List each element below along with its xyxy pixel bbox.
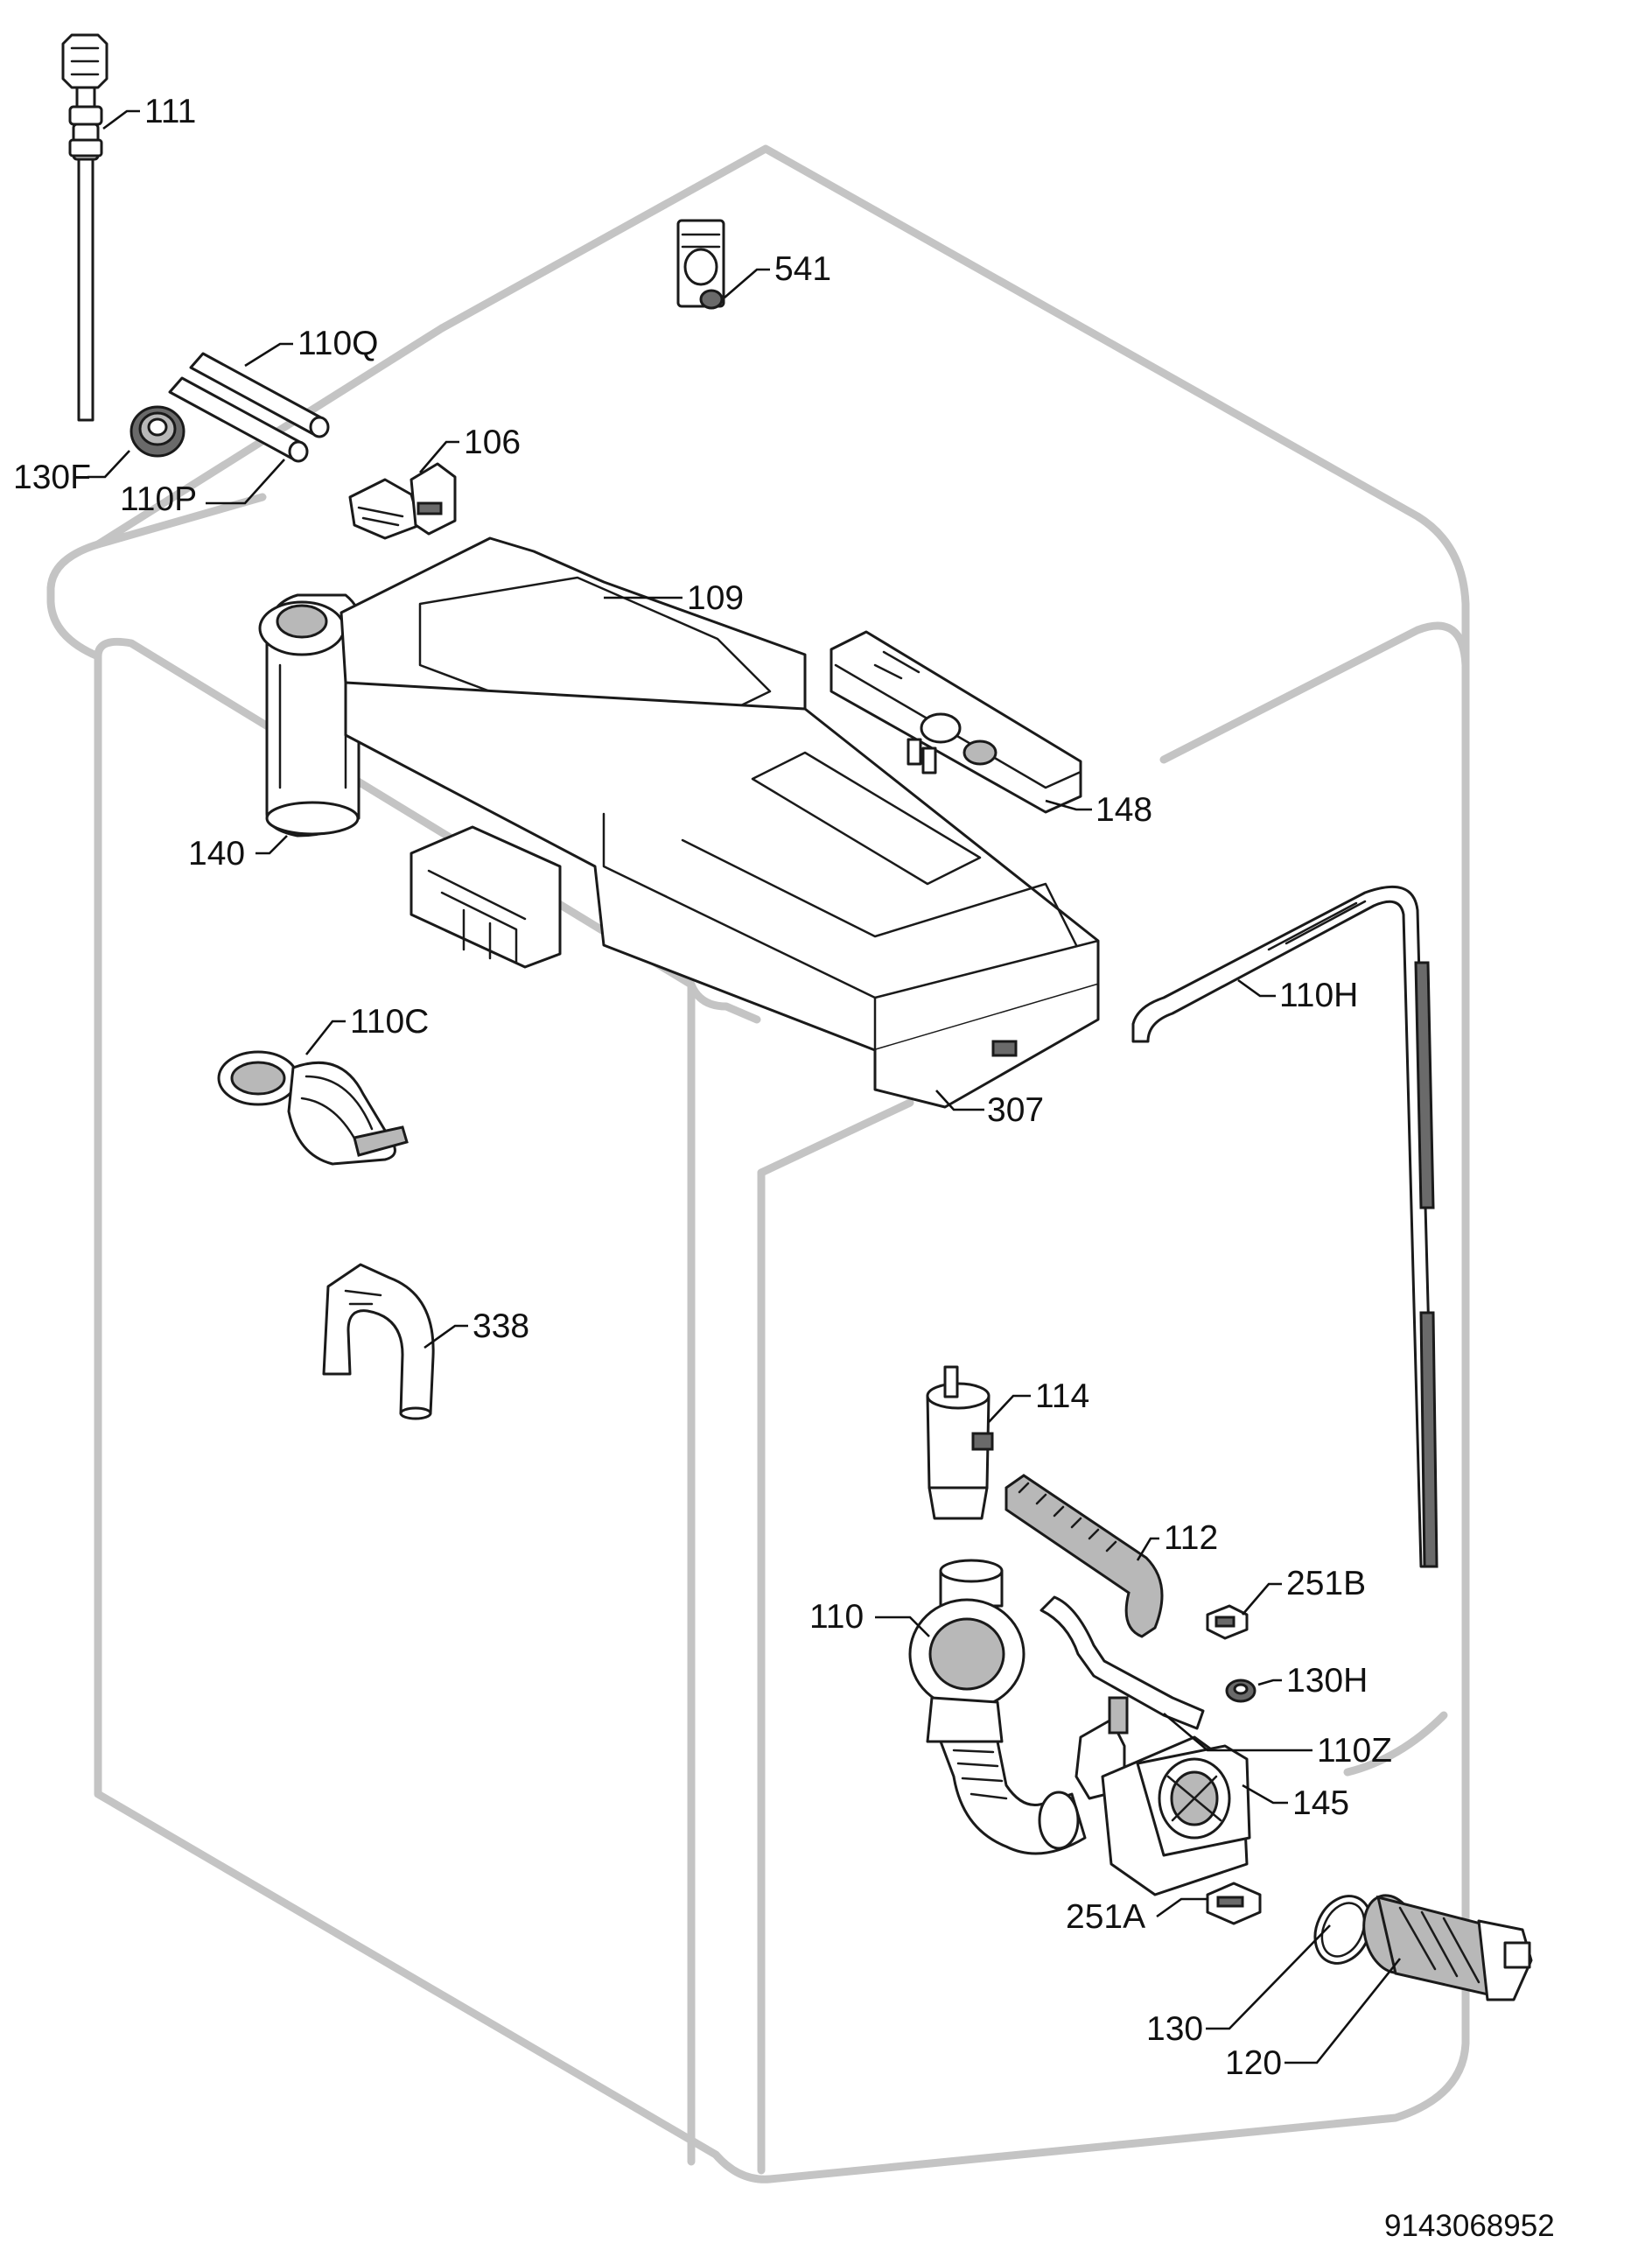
label-307: 307 [987,1091,1044,1129]
label-110H: 110H [1279,977,1358,1014]
label-110Z: 110Z [1317,1732,1392,1770]
label-145: 145 [1292,1784,1349,1822]
dispenser-housing-109 [258,536,1100,1109]
label-109: 109 [687,579,744,617]
label-112: 112 [1164,1519,1218,1557]
label-130F: 130F [13,459,91,496]
label-111: 111 [144,93,196,130]
label-140: 140 [188,835,245,873]
inlet-hose-111 [61,33,108,422]
sump-hose-110 [908,1559,1087,1855]
clip-251B [1206,1604,1249,1640]
part-labels: 111 541 110Q 130F 110P 106 109 148 140 1… [13,93,1392,2082]
drawer-handle-148 [830,630,1082,814]
label-130H: 130H [1286,1662,1368,1700]
ring-130H [1225,1679,1256,1703]
label-130: 130 [1146,2010,1203,2048]
clip-106 [348,462,457,540]
pump-145 [1074,1696,1251,1896]
label-110P: 110P [120,480,197,518]
u-hook-338 [322,1263,435,1420]
label-338: 338 [472,1307,529,1345]
pipe-110P [168,376,309,463]
cabinet-outline [46,144,1470,2183]
label-148: 148 [1096,791,1152,829]
label-114: 114 [1035,1377,1089,1415]
label-251B: 251B [1286,1565,1366,1602]
nut-130F [130,405,186,458]
document-number: 9143068952 [1384,2209,1555,2243]
pressure-chamber-114 [926,1365,994,1520]
bracket-541 [676,219,725,310]
hose-112 [1004,1474,1164,1638]
label-110Q: 110Q [298,325,379,362]
filter-120 [1362,1894,1533,2001]
connector-110C [217,1050,409,1166]
leader-lines [88,109,1402,2064]
label-106: 106 [464,424,521,461]
pipe-110Q [189,352,330,438]
drain-hose-110H [1131,885,1438,1568]
label-120: 120 [1225,2044,1282,2082]
label-251A: 251A [1066,1898,1145,1936]
tube-110Z [1040,1595,1205,1730]
clip-251A [1206,1882,1262,1925]
label-541: 541 [774,250,831,288]
label-110C: 110C [350,1003,429,1041]
label-110: 110 [809,1598,864,1636]
